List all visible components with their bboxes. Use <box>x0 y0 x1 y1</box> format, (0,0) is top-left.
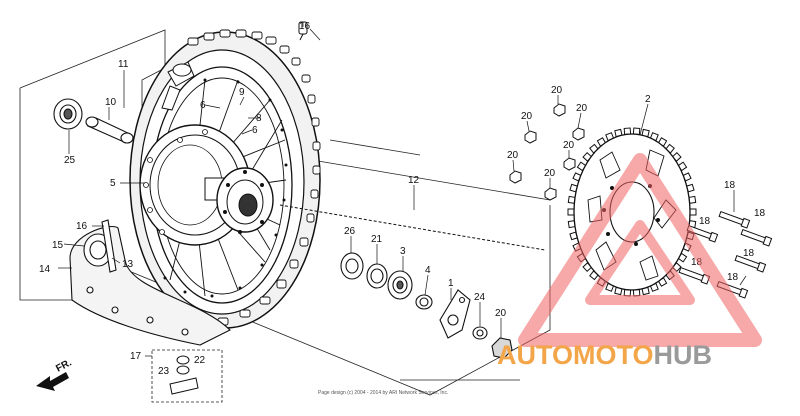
callout-18c: 18 <box>754 208 766 219</box>
callout-20e: 20 <box>507 150 519 161</box>
callout-3: 3 <box>400 246 406 257</box>
callout-12: 13 <box>122 259 134 270</box>
parts-box-17 <box>151 349 223 403</box>
sprocket-nuts <box>509 103 585 201</box>
collar-4 <box>415 294 433 310</box>
callout-18d: 18 <box>743 248 755 259</box>
callout-15: 16 <box>76 221 88 232</box>
sprocket-tooth <box>689 208 697 216</box>
callout-18e: 18 <box>691 257 703 268</box>
rim-lock <box>161 61 195 111</box>
callout-14: 15 <box>52 240 64 251</box>
callout-7: 8 <box>256 113 262 124</box>
callout-18b: 18 <box>699 216 711 227</box>
sprocket-tooth <box>567 208 575 216</box>
callout-18f: 18 <box>727 272 739 283</box>
callout-9: 10 <box>105 97 117 108</box>
callout-2: 2 <box>645 94 651 105</box>
copyright-notice: Page design (c) 2004 - 2014 by ARI Netwo… <box>318 390 448 396</box>
callout-23: 23 <box>158 366 170 377</box>
axle-nut-19 <box>491 337 513 359</box>
front-direction-arrow <box>36 372 69 391</box>
callout-20a: 20 <box>551 85 563 96</box>
callout-16: 16 <box>299 21 311 32</box>
callout-18a: 18 <box>724 180 736 191</box>
callout-24: 24 <box>474 292 486 303</box>
fr-label: FR. <box>54 357 74 374</box>
callout-17: 17 <box>130 351 142 362</box>
rear-hub <box>139 124 274 246</box>
callout-22: 22 <box>194 355 206 366</box>
watermark-text: AUTOMOTOHUB <box>497 340 712 370</box>
callout-6a: 6 <box>200 100 206 111</box>
left-bearing <box>53 98 83 130</box>
callout-26: 26 <box>344 226 356 237</box>
brake-panel <box>69 219 231 346</box>
sprocket-flange-1 <box>439 289 471 339</box>
callout-1: 1 <box>448 278 454 289</box>
automotohub-watermark: AUTOMOTOHUB <box>497 153 762 370</box>
callout-6b: 6 <box>252 125 258 136</box>
callout-10: 11 <box>118 59 129 70</box>
callout-5: 5 <box>110 178 116 189</box>
callout-20f: 20 <box>544 168 556 179</box>
rear-axle <box>279 204 546 251</box>
dust-seal-21 <box>366 263 388 289</box>
callout-20b: 20 <box>576 103 588 114</box>
callout-21: 21 <box>371 234 383 245</box>
callout-13: 14 <box>39 264 51 275</box>
bearing-3 <box>387 270 413 300</box>
callout-11: 12 <box>408 175 420 186</box>
callout-19: 20 <box>495 308 507 319</box>
leader-lines <box>58 22 747 357</box>
distance-collar <box>85 116 134 144</box>
callout-20c: 20 <box>521 111 533 122</box>
callout-8: 9 <box>239 87 245 98</box>
bearing-26 <box>340 252 364 280</box>
callout-25: 25 <box>64 155 76 166</box>
collar-24 <box>472 326 488 340</box>
callout-4: 4 <box>425 265 431 276</box>
callout-20d: 20 <box>563 140 575 151</box>
